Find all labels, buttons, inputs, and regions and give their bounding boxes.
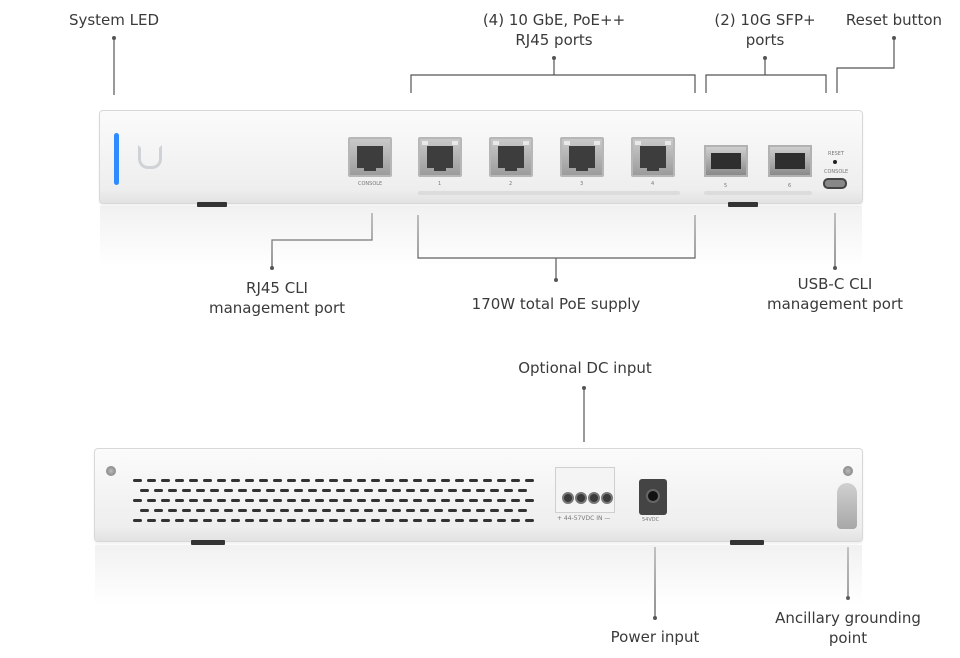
sfp-number-6: 6 [788, 183, 792, 189]
dc-range-label: + 44-57VDC IN — [557, 515, 611, 522]
rear-foot-left [191, 540, 225, 545]
dc-jack-label: 54VDC [642, 517, 660, 523]
console-port-label: CONSOLE [358, 181, 383, 187]
rear-screw-left [106, 466, 116, 476]
ventilation-grille [133, 477, 543, 529]
port-number-2: 2 [509, 181, 513, 187]
usbc-cli-label: USB-C CLI management port [767, 275, 903, 313]
dc-terminal-block [555, 467, 615, 513]
rj45-port-4 [631, 137, 675, 177]
grounding-lug [837, 483, 857, 529]
rear-screw-right [843, 466, 853, 476]
front-panel: CONSOLE 1 2 3 4 5 6 RESET CONSOLE [99, 110, 863, 204]
dc-power-jack [639, 479, 667, 515]
port-number-1: 1 [438, 181, 442, 187]
rj45-port-1 [418, 137, 462, 177]
sfp-number-5: 5 [724, 183, 728, 189]
reset-button-label: Reset button [845, 11, 943, 29]
dc-input-label: Optional DC input [518, 359, 652, 377]
port-number-3: 3 [580, 181, 584, 187]
console-rj45-port [348, 137, 392, 177]
rear-reflection [95, 545, 862, 605]
power-input-label: Power input [610, 628, 700, 646]
system-led-label: System LED [68, 11, 160, 29]
reset-label: RESET [828, 151, 845, 157]
rj45-port-3 [560, 137, 604, 177]
front-foot-right [728, 202, 758, 207]
rj45-port-plate [418, 191, 680, 195]
grounding-label: Ancillary grounding point [775, 609, 921, 647]
rj45-ports-label: (4) 10 GbE, PoE++ RJ45 ports [482, 11, 626, 49]
reset-button [833, 160, 837, 164]
rear-panel: + 44-57VDC IN — 54VDC [94, 448, 863, 542]
rj45-port-2 [489, 137, 533, 177]
port-number-4: 4 [651, 181, 655, 187]
rear-foot-right [730, 540, 764, 545]
front-foot-left [197, 202, 227, 207]
sfp-port-plate [704, 191, 812, 195]
poe-supply-label: 170W total PoE supply [471, 295, 641, 313]
sfp-port-5 [704, 145, 748, 177]
rj45-cli-label: RJ45 CLI management port [209, 279, 345, 317]
ubiquiti-logo [138, 145, 162, 169]
system-led [114, 133, 119, 185]
usbc-console-port [823, 178, 847, 189]
sfp-port-6 [768, 145, 812, 177]
usbc-console-label: CONSOLE [824, 169, 849, 175]
sfp-ports-label: (2) 10G SFP+ ports [714, 11, 816, 49]
front-reflection [100, 206, 862, 266]
